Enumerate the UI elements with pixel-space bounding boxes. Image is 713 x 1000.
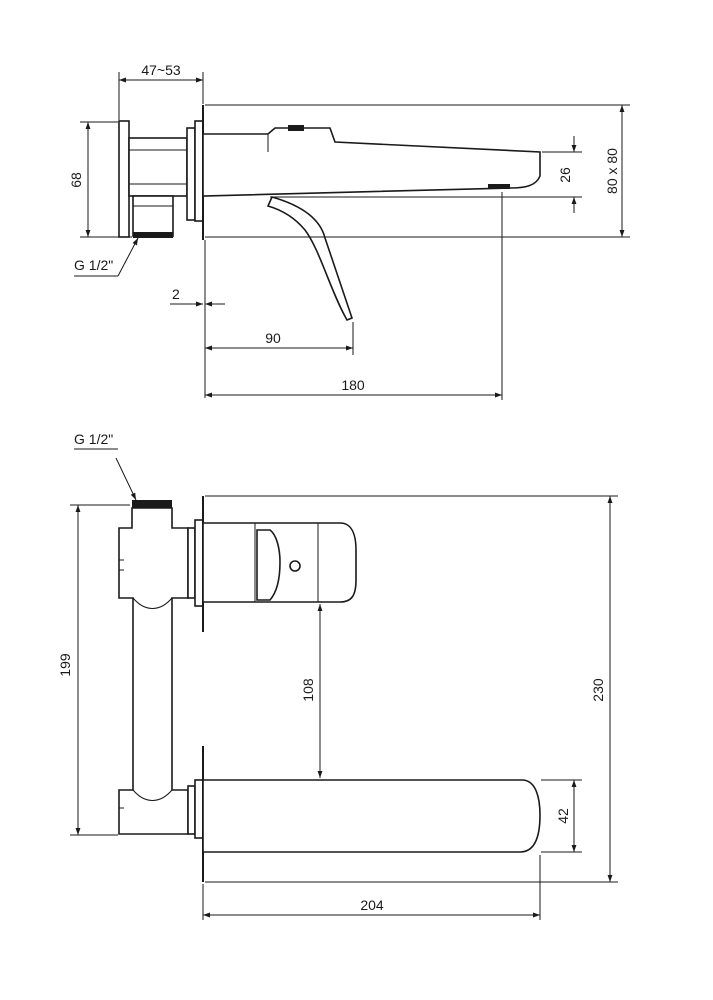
front-view: G 1/2" 199 108 230 42 204 <box>57 431 618 920</box>
dim-spout-height: 26 <box>557 167 573 183</box>
dim-front-total-height: 230 <box>590 678 606 702</box>
dim-handle-reach: 90 <box>265 330 281 346</box>
dim-plate: 80 x 80 <box>604 148 620 194</box>
lever-handle <box>266 196 354 322</box>
wall-body <box>118 120 204 238</box>
dim-top-height: 68 <box>68 172 84 188</box>
handle-front <box>202 522 357 603</box>
spout-front <box>202 779 541 853</box>
dim-front-pipe-height: 199 <box>57 653 73 677</box>
dim-front-spout-length: 204 <box>360 897 384 913</box>
dim-top-width: 47~53 <box>141 62 181 78</box>
dim-top-thread: G 1/2" <box>74 257 113 273</box>
pipe-body <box>118 500 204 839</box>
dim-front-thread: G 1/2" <box>74 431 113 447</box>
side-view: 47~53 68 G 1/2" 2 90 180 26 80 x 80 <box>68 62 630 400</box>
dim-front-spout-height: 42 <box>555 808 571 824</box>
dim-wall-gap: 2 <box>172 286 180 302</box>
spout <box>202 125 541 197</box>
dim-front-gap: 108 <box>300 678 316 702</box>
dim-spout-reach: 180 <box>341 377 365 393</box>
